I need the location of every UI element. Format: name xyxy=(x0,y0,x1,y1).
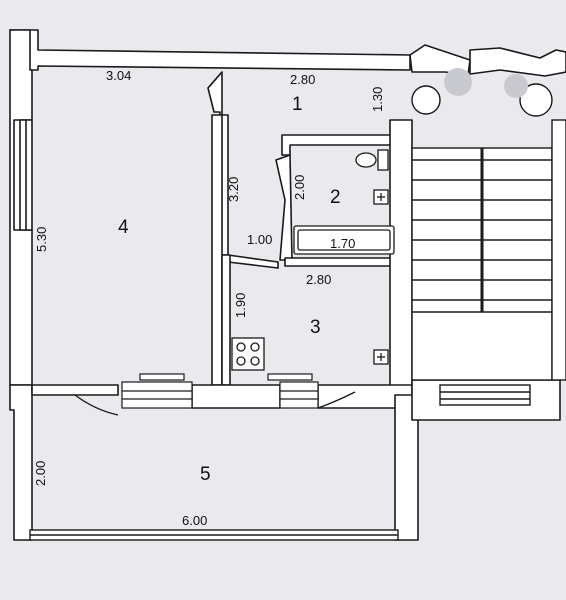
door-arc-hall xyxy=(207,71,223,89)
dim-bath-depth: 2.00 xyxy=(292,175,307,200)
bathtub-inner xyxy=(297,229,391,251)
wall-kitchen-left xyxy=(221,254,231,386)
stove xyxy=(231,337,265,371)
dim-bath-length: 1.70 xyxy=(330,236,355,251)
dim-hall-depth: 1.30 xyxy=(370,87,385,112)
window-left xyxy=(13,119,33,231)
door-arc-kitchen xyxy=(317,391,356,409)
room-3-label: 3 xyxy=(310,317,321,338)
stair-right-wall xyxy=(551,119,566,381)
door-arcs xyxy=(74,71,356,416)
circle-4 xyxy=(504,74,528,98)
stair-circles xyxy=(411,68,553,117)
dim-hall-width: 2.80 xyxy=(290,72,315,87)
circle-3 xyxy=(519,83,553,117)
stair-landing-window xyxy=(439,384,531,406)
toilet-tank xyxy=(377,149,389,171)
room-2-label: 2 xyxy=(330,187,341,208)
walls xyxy=(9,29,566,541)
radiator-room4 xyxy=(139,373,185,381)
wall-balcony-right xyxy=(394,394,419,541)
circle-1 xyxy=(411,85,441,115)
dim-top-left-width: 3.04 xyxy=(106,68,131,83)
dim-door-width: 1.00 xyxy=(247,232,272,247)
room-5-label: 5 xyxy=(200,464,211,485)
wall-bottom-left xyxy=(31,384,119,396)
wall-bottom-mid xyxy=(191,384,281,409)
wall-room4-right xyxy=(211,114,223,386)
dim-balcony-depth: 2.00 xyxy=(33,461,48,486)
wall-far-right-top xyxy=(469,47,566,77)
door-arc-room4 xyxy=(74,394,119,416)
window-room4 xyxy=(121,381,193,409)
window-kitchen xyxy=(279,381,319,409)
dim-balcony-width: 6.00 xyxy=(182,513,207,528)
dim-room4-height: 5.30 xyxy=(34,227,49,252)
stairwell xyxy=(411,119,566,406)
dim-kitchen-depth: 1.90 xyxy=(233,293,248,318)
wall-bath-bottom xyxy=(284,257,401,267)
dim-hall-length: 3.20 xyxy=(226,177,241,202)
dim-kitchen-width: 2.80 xyxy=(306,272,331,287)
balcony-edge xyxy=(29,529,399,541)
bottom-windows xyxy=(121,373,319,409)
wall-right xyxy=(389,119,413,396)
circle-2 xyxy=(444,68,472,96)
wall-left-lower xyxy=(9,384,33,541)
room-4-label: 4 xyxy=(118,217,129,238)
toilet-bowl xyxy=(355,152,377,168)
radiator-kitchen xyxy=(267,373,313,381)
kitchen-fixtures xyxy=(231,337,389,371)
bath-fixtures xyxy=(293,149,395,255)
room-1-label: 1 xyxy=(292,94,303,115)
